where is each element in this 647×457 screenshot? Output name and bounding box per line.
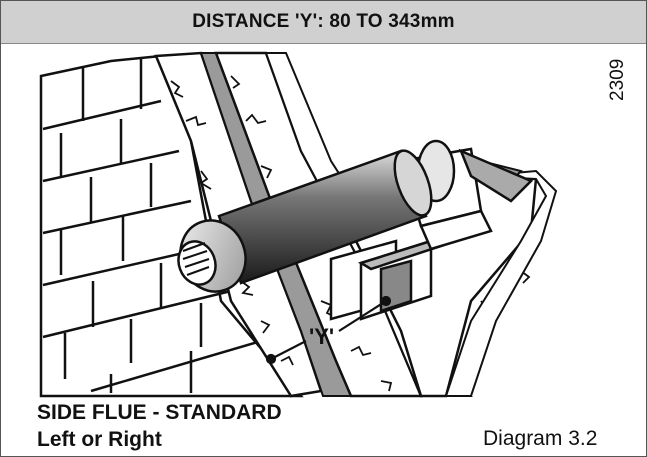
side-flue-illustration: 'Y' bbox=[39, 51, 558, 398]
boiler-box bbox=[329, 239, 445, 321]
inner-wall-plaster bbox=[444, 169, 558, 397]
caption-subtitle: Left or Right bbox=[37, 428, 162, 451]
dimension-y-label: 'Y' bbox=[309, 324, 334, 349]
flue-terminal bbox=[177, 219, 247, 293]
diagram-reference: Diagram 3.2 bbox=[483, 427, 598, 450]
caption-title: SIDE FLUE - STANDARD bbox=[37, 401, 282, 424]
dimension-y-lines bbox=[265, 295, 392, 365]
brick-wall bbox=[39, 54, 304, 398]
distance-header: DISTANCE 'Y': 80 TO 343mm bbox=[1, 1, 646, 44]
